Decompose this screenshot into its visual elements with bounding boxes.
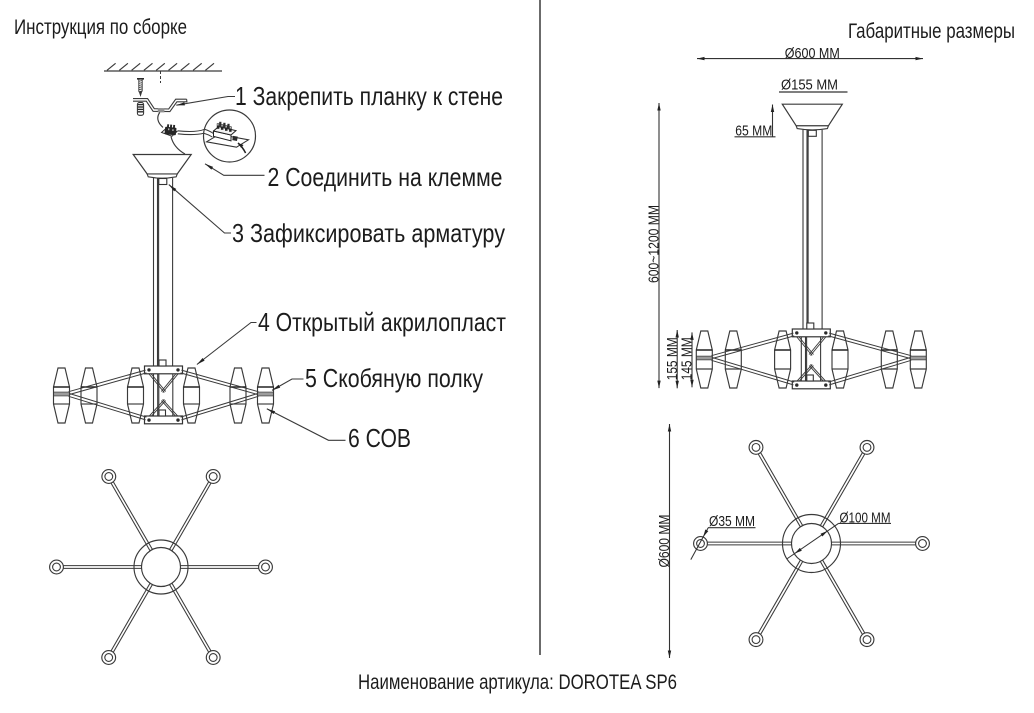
svg-text:5 Скобяную полку: 5 Скобяную полку — [305, 363, 483, 393]
svg-text:4 Открытый акрилопласт: 4 Открытый акрилопласт — [258, 307, 506, 337]
svg-text:2 Соединить на клемме: 2 Соединить на клемме — [268, 162, 503, 192]
svg-text:Габаритные размеры: Габаритные размеры — [848, 20, 1015, 43]
svg-text:145 MM: 145 MM — [678, 337, 695, 380]
svg-text:Ø600 MM: Ø600 MM — [785, 45, 840, 62]
svg-text:1 Закрепить планку к стене: 1 Закрепить планку к стене — [235, 81, 503, 111]
svg-text:3 Зафиксировать арматуру: 3 Зафиксировать арматуру — [232, 218, 505, 248]
svg-text:Наименование артикула: DOROTEA: Наименование артикула: DOROTEA SP6 — [358, 671, 677, 694]
svg-text:Ø100 MM: Ø100 MM — [840, 509, 891, 526]
svg-text:Ø155 MM: Ø155 MM — [781, 77, 838, 94]
svg-text:6 СОВ: 6 СОВ — [348, 423, 411, 453]
svg-text:600~1200 MM: 600~1200 MM — [645, 205, 662, 283]
svg-text:155 MM: 155 MM — [664, 337, 681, 380]
svg-text:Ø600 MM: Ø600 MM — [656, 515, 673, 568]
svg-text:65 MM: 65 MM — [735, 122, 772, 139]
svg-text:Инструкция по сборке: Инструкция по сборке — [14, 16, 187, 39]
svg-text:Ø35 MM: Ø35 MM — [709, 513, 755, 530]
